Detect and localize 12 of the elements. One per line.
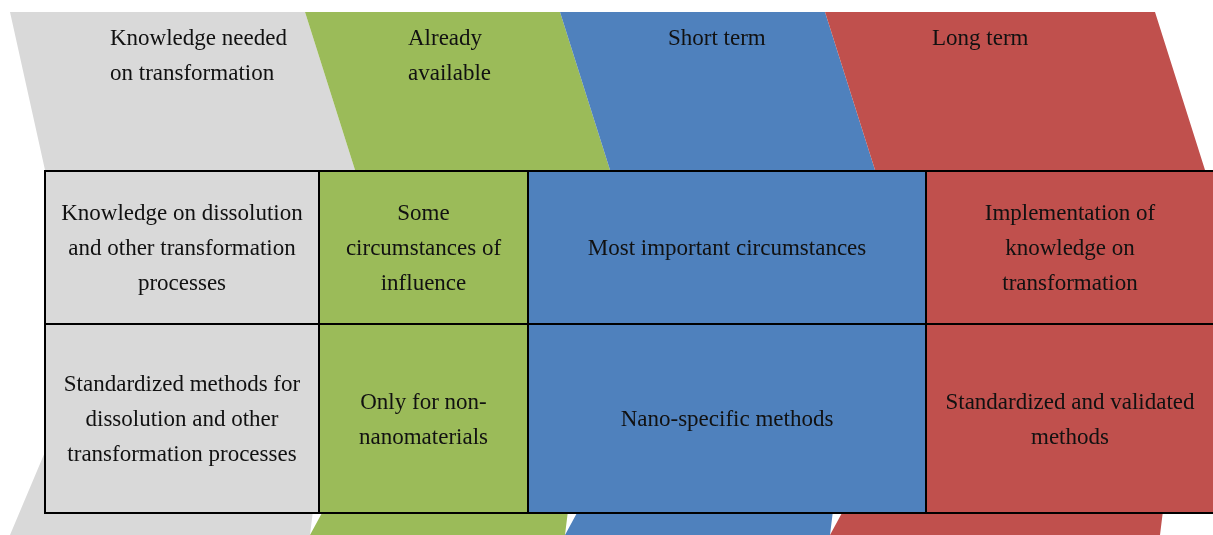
- table-cell: Nano-specific methods: [527, 323, 927, 514]
- column-heading: Short term: [668, 24, 767, 52]
- table-cell: Knowledge on dissolution and other transformation processes: [44, 170, 320, 325]
- table-cell: Only for non-nanomaterials: [318, 323, 529, 514]
- column-heading: Knowledge needed on transformation: [110, 24, 288, 87]
- table-cell: Some circumstances of influence: [318, 170, 529, 325]
- table-cell: Implementation of knowledge on transformation: [925, 170, 1213, 325]
- table-cell: Standardized methods for dissolution and other transformation processes: [44, 323, 320, 514]
- table-cell: Most important circumstances: [527, 170, 927, 325]
- table-cell: Standardized and validated methods: [925, 323, 1213, 514]
- column-heading: Already available: [408, 24, 492, 87]
- column-heading: Long term: [932, 24, 1030, 52]
